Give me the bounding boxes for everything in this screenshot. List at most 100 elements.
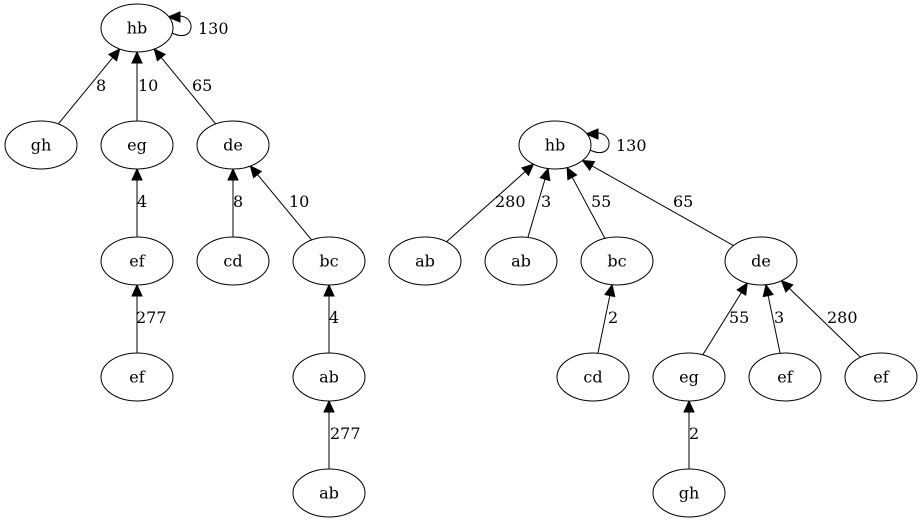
- node-label: ab: [319, 484, 339, 503]
- arrowhead: [323, 283, 335, 297]
- node-ellipse: [100, 352, 174, 402]
- arrowhead: [131, 50, 143, 64]
- edge-weight-label: 10: [138, 76, 158, 95]
- node-label: cd: [223, 252, 242, 271]
- edge-line: [702, 292, 742, 356]
- arrowhead: [736, 282, 748, 296]
- edge-line: [591, 165, 734, 246]
- edge-line: [446, 171, 526, 243]
- node-label: de: [223, 136, 243, 155]
- arrowhead: [566, 166, 578, 181]
- node-ellipse: [652, 352, 726, 402]
- node-label: bc: [607, 252, 626, 271]
- graph-node: bc: [580, 236, 654, 286]
- node-ellipse: [844, 352, 918, 402]
- arrowhead: [604, 283, 616, 298]
- graph-node: ab: [292, 468, 366, 518]
- node-ellipse: [292, 236, 366, 286]
- node-ellipse: [748, 352, 822, 402]
- edge-weight-label: 2: [689, 424, 699, 443]
- node-label: cd: [583, 368, 602, 387]
- node-ellipse: [196, 236, 270, 286]
- graph-node: ef: [748, 352, 822, 402]
- arrowhead: [581, 159, 596, 172]
- arrowhead: [153, 48, 167, 62]
- edge-weight-label: 4: [137, 192, 147, 211]
- node-ellipse: [388, 236, 462, 286]
- edge-weight-label: 55: [729, 308, 749, 327]
- edge-weight-label: 4: [329, 308, 339, 327]
- arrowhead: [107, 48, 121, 62]
- edge-line: [597, 295, 611, 354]
- node-ellipse: [100, 3, 174, 53]
- node-ellipse: [580, 236, 654, 286]
- graph-node: cd: [556, 352, 630, 402]
- arrowhead: [131, 283, 143, 297]
- graph-node: de: [724, 236, 798, 286]
- edge-line: [160, 57, 217, 125]
- node-ellipse: [556, 352, 630, 402]
- edge-weight-label: 280: [495, 192, 526, 211]
- graph-node: ab: [484, 236, 558, 286]
- node-ellipse: [484, 236, 558, 286]
- node-label: bc: [319, 252, 338, 271]
- node-label: ab: [319, 368, 339, 387]
- graph-node: hb: [518, 120, 592, 170]
- self-loop-edge: [589, 132, 610, 153]
- edge-weight-label: 277: [330, 424, 361, 443]
- graph-node: ef: [100, 236, 174, 286]
- self-loop-edge: [171, 15, 192, 36]
- edge-weight-label: 10: [289, 192, 309, 211]
- node-label: gh: [31, 136, 52, 155]
- edge-weight-label: 2: [608, 308, 618, 327]
- graph-node: hb: [100, 3, 174, 53]
- edge-weight-label: 280: [827, 308, 858, 327]
- arrowhead: [249, 165, 263, 179]
- arrowhead: [780, 279, 794, 293]
- graph-node: bc: [292, 236, 366, 286]
- edge-weight-label: 3: [541, 192, 551, 211]
- edge-line: [571, 177, 606, 239]
- arrowhead: [539, 167, 551, 182]
- edge-weight-label: 130: [616, 136, 647, 155]
- edge-line: [767, 295, 781, 354]
- edge-weight-label: 65: [673, 192, 693, 211]
- arrowhead: [683, 399, 695, 413]
- node-ellipse: [196, 120, 270, 170]
- edge-weight-label: 8: [96, 76, 106, 95]
- edge-weight-label: 8: [233, 192, 243, 211]
- arrowhead: [166, 11, 181, 23]
- graph-node: ab: [388, 236, 462, 286]
- node-ellipse: [100, 236, 174, 286]
- graph-node: gh: [652, 468, 726, 518]
- edge-weight-label: 55: [591, 192, 611, 211]
- edges-layer: 130 8 10 65 4 8 10 277 4 277 130 280 3 55 65 2 55 3 280 2: [57, 11, 861, 469]
- graph-node: cd: [196, 236, 270, 286]
- graph-node: ab: [292, 352, 366, 402]
- node-ellipse: [724, 236, 798, 286]
- node-label: ef: [873, 368, 889, 387]
- arrowhead: [323, 399, 335, 413]
- edge-weight-label: 130: [198, 19, 229, 38]
- arrowhead: [762, 283, 774, 298]
- graph-node: de: [196, 120, 270, 170]
- node-label: gh: [679, 484, 700, 503]
- node-label: ab: [415, 252, 435, 271]
- edge-weight-label: 277: [136, 308, 167, 327]
- edge-line: [257, 174, 312, 241]
- graph-node: gh: [4, 120, 78, 170]
- graph-node: ef: [100, 352, 174, 402]
- arrowhead: [521, 163, 535, 177]
- node-label: ab: [511, 252, 531, 271]
- node-ellipse: [292, 468, 366, 518]
- node-label: ef: [777, 368, 793, 387]
- edge-weight-label: 65: [192, 76, 212, 95]
- node-label: eg: [127, 136, 147, 155]
- node-label: de: [751, 252, 771, 271]
- arrowhead: [584, 128, 599, 140]
- node-ellipse: [652, 468, 726, 518]
- edge-weight-label: 3: [774, 308, 784, 327]
- node-label: hb: [127, 19, 148, 38]
